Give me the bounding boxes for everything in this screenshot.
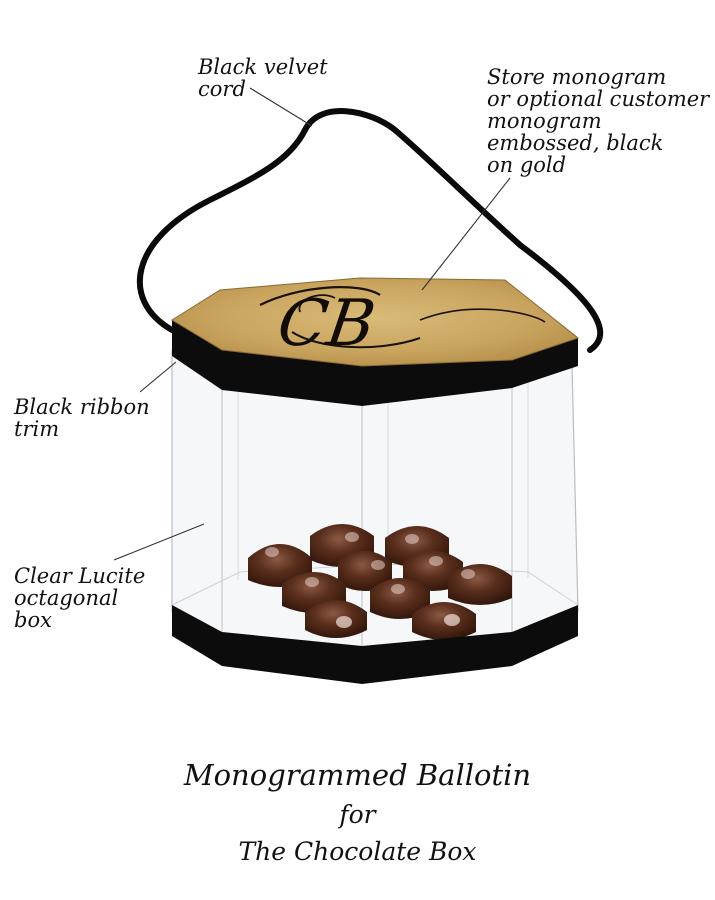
annotation-ribbon-line: trim [14, 417, 59, 441]
chocolate-piece [305, 600, 367, 638]
annotation-ribbon-line: Black ribbon [13, 395, 150, 419]
velvet-cord [136, 108, 604, 353]
annotation-monogram-line: or optional customer [487, 87, 711, 111]
gold-lid: CB [171, 277, 580, 367]
annotation-monogram-line: Store monogram [487, 65, 666, 89]
caption-subtitle: The Chocolate Box [238, 837, 477, 866]
leader-ribbon [139, 361, 177, 393]
annotation-cord-line: cord [198, 77, 246, 101]
chocolate-piece [412, 602, 476, 640]
annotation-cord-line: Black velvet [197, 55, 328, 79]
chocolates [248, 524, 512, 640]
chocolate-piece [448, 564, 512, 605]
annotation-monogram-line: embossed, black [487, 131, 663, 155]
chocolate-piece [338, 551, 392, 591]
bottom-ribbon-trim [172, 605, 578, 684]
leader-monogram [421, 177, 511, 291]
annotation-monogram-line: monogram [487, 109, 602, 133]
caption-title: Monogrammed Ballotin [183, 758, 532, 792]
caption-for: for [339, 800, 376, 829]
lid-ribbon-trim [172, 320, 578, 406]
leader-cord [249, 87, 313, 127]
annotation-box-line: box [14, 608, 52, 632]
annotation-box-line: Clear Lucite [14, 564, 145, 588]
lid-monogram: CB [273, 286, 379, 361]
leader-box [113, 523, 205, 561]
chocolate-piece [370, 578, 430, 619]
annotation-box-line: octagonal [14, 586, 118, 610]
annotation-monogram-line: on gold [487, 153, 566, 177]
